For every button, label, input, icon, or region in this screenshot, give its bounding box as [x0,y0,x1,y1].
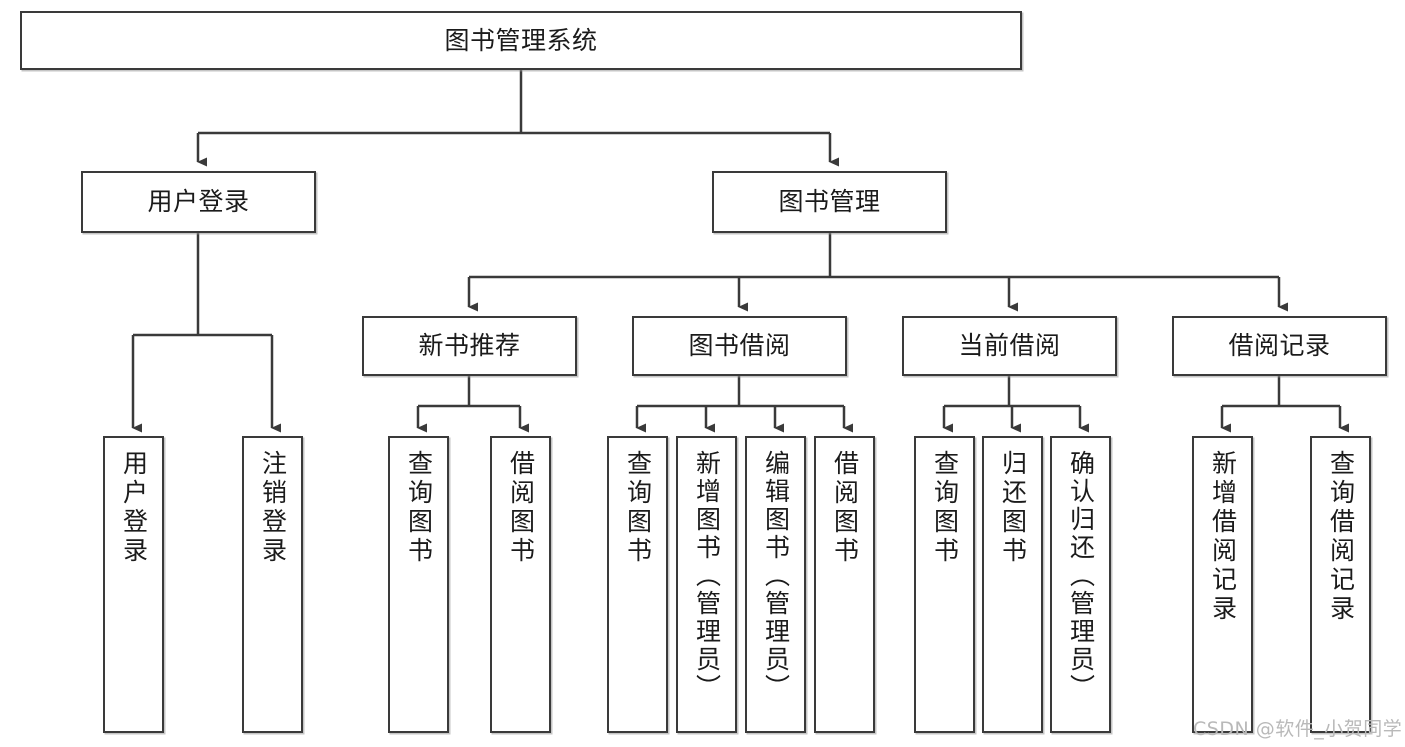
csdn-watermark: CSDN @软件_小贺同学 [1193,718,1403,740]
node-user-login[interactable]: 用户登录 [81,171,316,233]
node-book-manage[interactable]: 图书管理 [712,171,947,233]
node-new-book-rec[interactable]: 新书推荐 [362,316,577,376]
leaf-rec-query-label: 查询图书 [404,450,434,566]
node-root[interactable]: 图书管理系统 [20,11,1022,70]
node-book-borrow[interactable]: 图书借阅 [632,316,847,376]
leaf-user-logout[interactable]: 注销登录 [242,436,303,733]
leaf-cur-return[interactable]: 归还图书 [982,436,1043,733]
leaf-user-login[interactable]: 用户登录 [103,436,164,733]
node-book-borrow-label: 图书借阅 [688,331,791,360]
leaf-rec-add[interactable]: 新增借阅记录 [1192,436,1253,733]
leaf-borrow-add-label: 新增图书（管理员） [692,450,722,702]
leaf-rec-borrow[interactable]: 借阅图书 [490,436,551,733]
leaf-cur-query-label: 查询图书 [930,450,960,566]
leaf-borrow-query-label: 查询图书 [623,450,653,566]
leaf-rec-query2-label: 查询借阅记录 [1326,450,1356,624]
leaf-cur-confirm[interactable]: 确认归还（管理员） [1050,436,1111,733]
node-current-borrow[interactable]: 当前借阅 [902,316,1117,376]
node-new-book-rec-label: 新书推荐 [418,331,521,360]
node-book-manage-label: 图书管理 [778,187,881,216]
leaf-cur-query[interactable]: 查询图书 [914,436,975,733]
leaf-user-logout-label: 注销登录 [258,450,288,566]
leaf-user-login-label: 用户登录 [119,450,149,566]
leaf-borrow-lend-label: 借阅图书 [830,450,860,566]
leaf-rec-query2[interactable]: 查询借阅记录 [1310,436,1371,733]
leaf-cur-return-label: 归还图书 [998,450,1028,566]
leaf-borrow-lend[interactable]: 借阅图书 [814,436,875,733]
leaf-rec-borrow-label: 借阅图书 [506,450,536,566]
node-root-label: 图书管理系统 [444,25,598,55]
leaf-rec-add-label: 新增借阅记录 [1208,450,1238,624]
leaf-borrow-add[interactable]: 新增图书（管理员） [676,436,737,733]
leaf-borrow-query[interactable]: 查询图书 [607,436,668,733]
node-borrow-record-label: 借阅记录 [1228,331,1331,360]
leaf-borrow-edit[interactable]: 编辑图书（管理员） [745,436,806,733]
node-current-borrow-label: 当前借阅 [958,331,1061,360]
leaf-rec-query[interactable]: 查询图书 [388,436,449,733]
leaf-borrow-edit-label: 编辑图书（管理员） [761,450,791,702]
node-borrow-record[interactable]: 借阅记录 [1172,316,1387,376]
node-user-login-label: 用户登录 [147,187,250,216]
leaf-cur-confirm-label: 确认归还（管理员） [1066,450,1096,702]
